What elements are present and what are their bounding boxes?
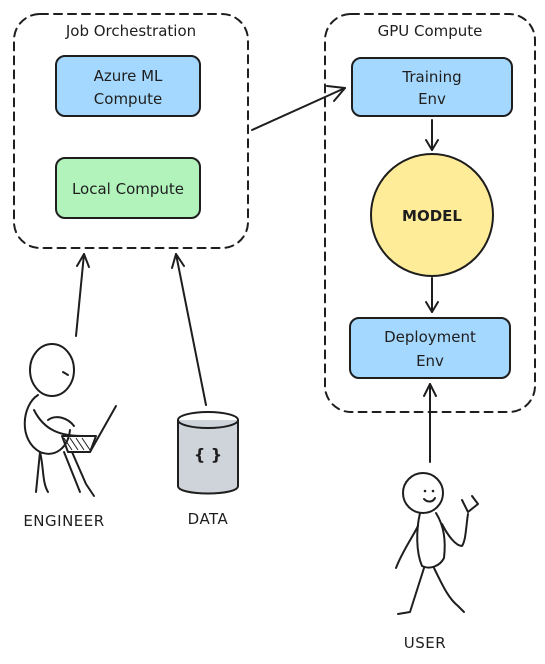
job-orchestration-container: Job Orchestration (13, 13, 249, 249)
arrow-data-to-orchestration (171, 253, 207, 406)
job-orchestration-title: Job Orchestration (65, 22, 196, 40)
gpu-compute-container: GPU Compute (324, 13, 536, 413)
database-symbol: { } (194, 445, 222, 464)
arrow-engineer-to-orchestration (75, 253, 90, 337)
engineer-label: ENGINEER (23, 512, 104, 530)
user-figure (395, 472, 479, 615)
arrow-orchestration-to-training (251, 85, 346, 131)
azure-ml-compute-node[interactable]: Azure ML Compute (55, 55, 201, 117)
deployment-env-line2: Env (416, 352, 444, 370)
arrow-model-to-deployment (425, 277, 439, 313)
model-node[interactable]: MODEL (370, 153, 494, 277)
arrow-training-to-model (425, 119, 439, 151)
arrow-user-to-deployment (423, 383, 437, 463)
azure-ml-label-line2: Compute (94, 90, 162, 108)
local-compute-label: Local Compute (72, 180, 184, 198)
model-label: MODEL (402, 207, 462, 225)
user-label: USER (404, 634, 446, 652)
data-cylinder-icon: { } (177, 411, 239, 495)
gpu-compute-title: GPU Compute (378, 22, 483, 40)
training-env-line1: Training (401, 68, 461, 86)
engineer-figure (23, 343, 117, 497)
training-env-line2: Env (418, 90, 446, 108)
local-compute-node[interactable]: Local Compute (55, 157, 201, 219)
azure-ml-label-line1: Azure ML (94, 67, 163, 85)
deployment-env-node[interactable]: Deployment Env (349, 317, 511, 379)
training-env-node[interactable]: Training Env (351, 57, 513, 117)
deployment-env-line1: Deployment (384, 328, 476, 346)
data-label: DATA (188, 510, 229, 528)
